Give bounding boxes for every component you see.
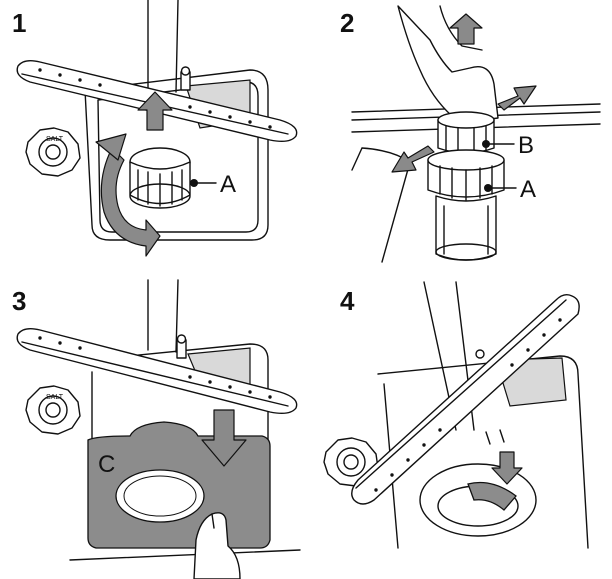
step-number-1: 1 xyxy=(12,8,26,38)
arm-post-cap xyxy=(180,66,191,76)
step-number-3: 3 xyxy=(12,286,26,316)
spray-arm-3-holes xyxy=(38,336,272,399)
sump-inner-outline xyxy=(97,81,259,233)
filter-insert-4 xyxy=(467,481,517,511)
spray-arm-3-edge xyxy=(21,341,289,407)
hand-2-outline xyxy=(439,5,483,51)
arm-post-cap-3 xyxy=(176,334,187,344)
press-arrow-right-2 xyxy=(497,85,537,111)
lift-up-arrow-1 xyxy=(137,91,173,131)
panel-step-2: 2 B A xyxy=(340,5,601,263)
press-arrow-left-2 xyxy=(391,145,435,173)
salt-cap-3: SALT xyxy=(25,385,81,435)
lift-up-arrow-2 xyxy=(449,13,483,45)
spray-arm-4-holes xyxy=(374,318,562,492)
callout-A-step1: A xyxy=(220,171,236,198)
spray-arm-holes xyxy=(38,68,272,129)
spray-arm-3 xyxy=(16,327,298,415)
insert-down-arrow-3 xyxy=(201,409,247,467)
callout-B-step2: B xyxy=(518,132,534,159)
callout-A-step2: A xyxy=(520,176,536,203)
spray-arm-4 xyxy=(351,293,580,505)
salt-cap-text-3: SALT xyxy=(46,394,64,401)
rotate-arrow-head-1 xyxy=(95,133,127,161)
arm-mount-4 xyxy=(485,429,505,445)
filter-assembly-2 xyxy=(427,111,505,261)
panel-step-1: 1 SALT xyxy=(12,0,298,257)
salt-cap-1: SALT xyxy=(25,127,81,177)
water-pipe xyxy=(147,0,179,93)
water-pipe-3 xyxy=(147,279,179,353)
callout-C-step3: C xyxy=(98,451,115,478)
filter-plate-hole-rim xyxy=(123,475,197,517)
filter-basket-1 xyxy=(129,147,191,209)
spray-arm-4-edge xyxy=(355,299,567,489)
panel-step-3: 3 SALT C xyxy=(12,279,301,579)
step-number-2: 2 xyxy=(340,8,354,38)
filter-plate-hole xyxy=(115,469,205,523)
step-number-4: 4 xyxy=(340,286,355,316)
panel-step-4: 4 xyxy=(323,281,589,549)
tub-floor-3 xyxy=(69,549,301,561)
hand-3-finger xyxy=(211,513,215,529)
arm-post-cap-4 xyxy=(475,349,485,359)
hand-3 xyxy=(193,512,241,579)
insert-down-arrow-4 xyxy=(491,451,523,485)
hand-2 xyxy=(397,5,499,121)
salt-cap-text-1: SALT xyxy=(46,136,64,143)
rotate-arrow-1 xyxy=(100,147,161,257)
sump-outline xyxy=(84,69,269,241)
